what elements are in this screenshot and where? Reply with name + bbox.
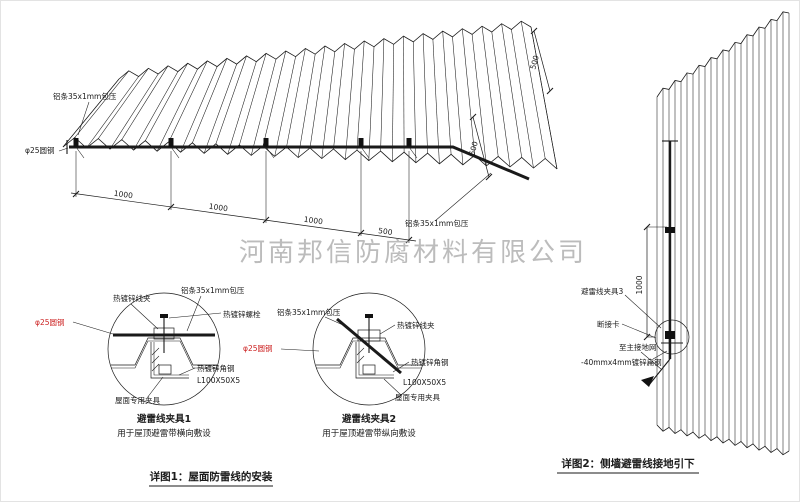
roof-round-steel-label: φ25圆钢 (25, 145, 55, 155)
detail-1-title: 避雷线夹具1 (137, 413, 191, 425)
detail-2-title: 避雷线夹具2 (342, 413, 396, 425)
wall-flat-steel-label: -40mmx4mm镀锌扁钢 (581, 357, 662, 367)
wall-corrugation-lines (656, 11, 790, 456)
wall-disconnect-label: 断接卡 (597, 319, 620, 329)
roof-isometric-view: 1000 1000 1000 500 500 500 铝条35x1mm包压 φ2… (25, 20, 558, 244)
wall-clamp-in-circle (665, 331, 675, 339)
detail-1-angle-steel (150, 342, 189, 379)
detail-2-circle (312, 292, 426, 406)
lightning-wire (69, 145, 530, 181)
roof-strip-label-top: 铝条35x1mm包压 (53, 91, 117, 101)
detail-2-roof-clamp (362, 364, 376, 375)
detail-1-bolt-head (160, 314, 168, 318)
roof-dim-500-right: 500 (467, 113, 493, 181)
detail-1-roof-clamp (158, 364, 172, 375)
detail-1-circle (107, 292, 221, 406)
detail-1: 热镀锌线夹 铝条35x1mm包压 热镀锌螺栓 φ25圆钢 热镀锌角钢 L100X… (35, 285, 261, 439)
wall-dimension-1000: 1000 (635, 223, 667, 341)
roof-dim-1000-3: 1000 (303, 215, 323, 227)
wall-to-ground-label: 至主接地网 (619, 342, 657, 352)
detail-1-bolt-label: 热镀锌螺栓 (223, 309, 261, 319)
detail-2-strip-label: 铝条35x1mm包压 (277, 307, 341, 317)
detail-2-round-steel-label: φ25圆钢 (243, 343, 273, 353)
detail-2-subtitle: 用于屋顶避雷带纵向敷设 (322, 428, 416, 439)
detail-1-round-steel-label: φ25圆钢 (35, 317, 65, 327)
roof-left-edge (62, 78, 120, 148)
roof-dim-1000-1: 1000 (113, 189, 133, 201)
company-watermark: 河南邦信防腐材料有限公司 (239, 238, 587, 268)
detail-1-roof-clamp-label: 屋面专用夹具 (115, 395, 160, 405)
wall-clamp-upper (665, 227, 675, 233)
svg-text:500: 500 (467, 140, 479, 156)
ground-lead (648, 358, 671, 386)
roof-dim-1000-2: 1000 (208, 202, 228, 214)
detail-1-strip-label: 铝条35x1mm包压 (181, 285, 245, 295)
roof-right-edge (530, 26, 558, 170)
wall-clamp3-label: 避雷线夹具3 (581, 286, 623, 296)
wire-clamps (73, 138, 418, 159)
caption-detail-2: 详图2：侧墙避雷线接地引下 (561, 457, 695, 470)
detail-2-bolt-head (365, 314, 373, 318)
roof-dim-500-top: 500 (528, 27, 554, 95)
ground-arrowhead (641, 376, 654, 387)
detail-1-angle-spec-label: L100X50X5 (197, 376, 240, 385)
roof-strip-top-leader (77, 101, 90, 136)
detail-1-angle-steel-label: 热镀锌角钢 (197, 363, 235, 373)
svg-text:1000: 1000 (635, 275, 644, 294)
detail-2-angle-steel-label: 热镀锌角钢 (411, 357, 449, 367)
roof-strip-label-bottom: 铝条35x1mm包压 (405, 218, 469, 228)
roof-dimension-chain: 1000 1000 1000 500 (70, 151, 417, 244)
svg-text:500: 500 (528, 54, 540, 70)
detail-1-wire-clamp-label: 热镀锌线夹 (113, 293, 151, 303)
wall-section-view: 1000 避雷线夹具3 断接卡 至主接地网 -40mmx4mm镀锌扁钢 (581, 11, 790, 456)
roof-strip-bottom-leader (434, 172, 492, 222)
detail-2-angle-spec-label: L100X50X5 (403, 378, 446, 387)
detail-2-roof-clamp-label: 屋面专用夹具 (395, 392, 440, 402)
caption-detail-1: 详图1：屋面防雷线的安装 (150, 470, 273, 483)
detail-2-angle-steel (355, 342, 394, 379)
roof-round-steel-leader (58, 147, 69, 152)
detail-2-wire-clamp-label: 热镀锌线夹 (397, 320, 435, 330)
roof-dim-500: 500 (378, 226, 394, 237)
detail-2: 铝条35x1mm包压 热镀锌线夹 φ25圆钢 热镀锌角钢 L100X50X5 屋… (243, 292, 449, 439)
detail-1-subtitle: 用于屋顶避雷带横向敷设 (117, 428, 211, 439)
